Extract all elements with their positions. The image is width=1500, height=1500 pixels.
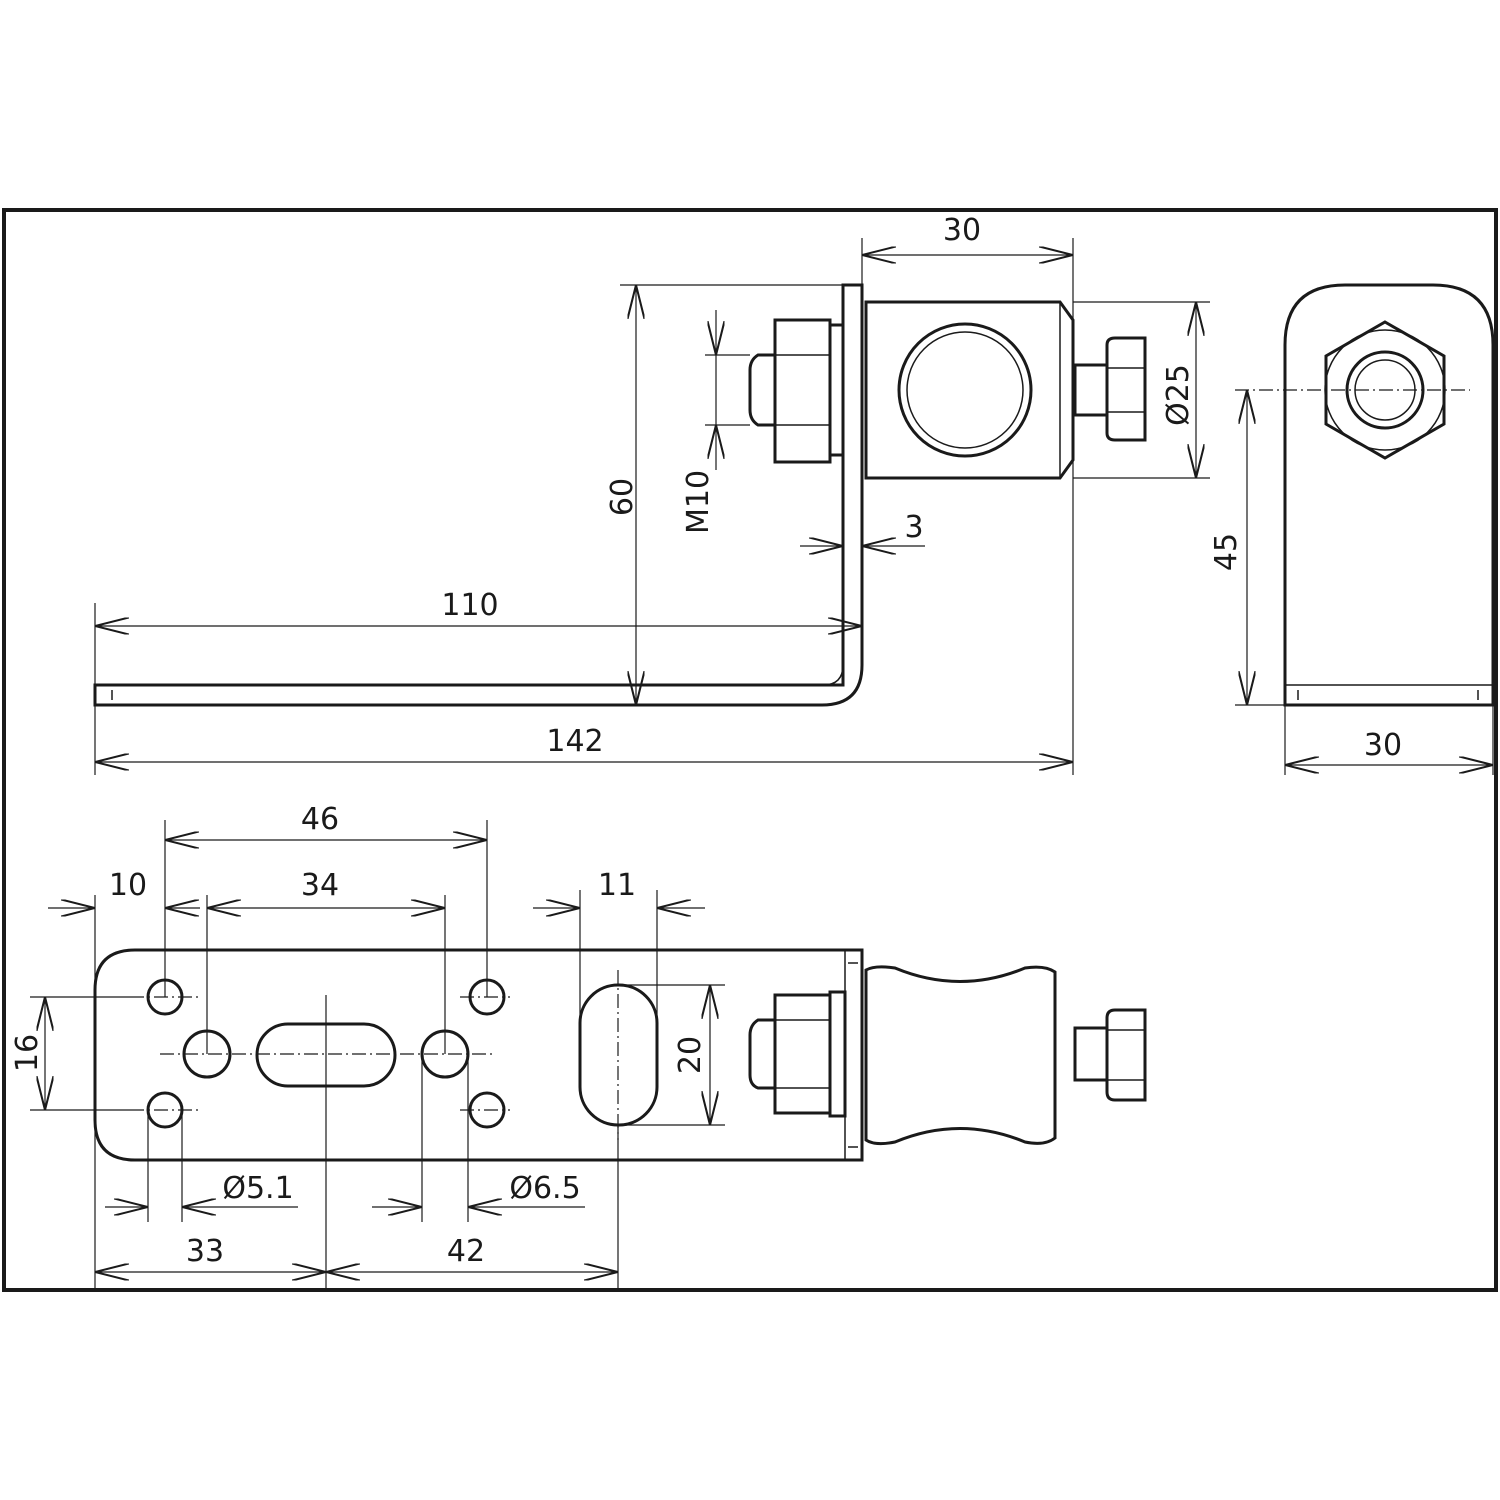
- dim-hole-spacing-outer: 46: [301, 802, 339, 837]
- dim-height: 60: [605, 478, 640, 516]
- dim-edge-to-hole: 10: [109, 868, 147, 903]
- dim-width: 30: [1364, 728, 1402, 763]
- top-view: 46 10 34 11 16 20 Ø5.1 Ø6.5 33 42: [10, 802, 1147, 1290]
- end-view: 45 30: [1209, 283, 1495, 775]
- dim-slot-length: 20: [673, 1036, 708, 1074]
- dim-overall-length: 142: [546, 724, 603, 759]
- dim-thread: M10: [681, 470, 716, 534]
- nut-left: [748, 318, 845, 464]
- dim-slot-to-slot: 42: [447, 1234, 485, 1269]
- dim-edge-to-slot-center: 33: [186, 1234, 224, 1269]
- dim-small-hole-diameter: Ø5.1: [222, 1171, 293, 1206]
- dim-slot-width: 11: [598, 868, 636, 903]
- dim-center-height: 45: [1209, 533, 1244, 571]
- dim-cylinder-length: 30: [943, 213, 981, 248]
- dim-arm-length: 110: [441, 588, 498, 623]
- dim-hole-spacing-inner: 34: [301, 868, 339, 903]
- dim-large-hole-diameter: Ø6.5: [509, 1171, 580, 1206]
- drawing-frame: [2, 208, 1498, 1292]
- dim-plate-thickness: 3: [904, 510, 923, 545]
- dim-cylinder-diameter: Ø25: [1161, 364, 1196, 426]
- cylinder-top: [864, 965, 1147, 1146]
- cylinder-body: [864, 300, 1075, 480]
- nut-top: [748, 990, 847, 1118]
- side-view: 30 60 M10 Ø25 3 110 142: [93, 213, 1210, 775]
- dim-hole-row-spacing: 16: [10, 1034, 45, 1072]
- bolt-right: [1073, 336, 1147, 442]
